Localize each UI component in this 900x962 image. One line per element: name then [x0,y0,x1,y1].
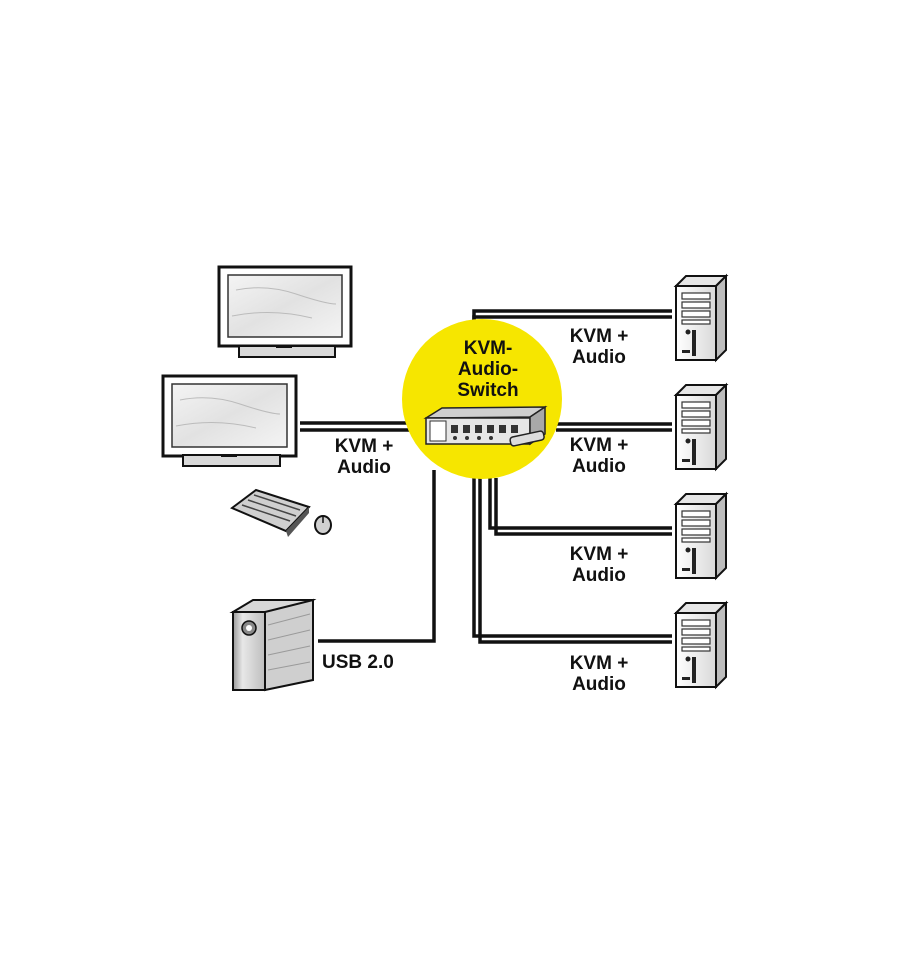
hub-title-line: Audio- [457,359,519,380]
label-line: KVM + [569,435,629,456]
label-line: KVM + [569,653,629,674]
label-line: Audio [572,565,626,586]
console-cable-label: KVM + Audio [322,436,406,478]
monitor-icon [217,265,353,358]
label-line: KVM + [569,326,629,347]
pc-tower-icon [673,382,729,472]
label-line: Audio [572,347,626,368]
hub-title: KVM- Audio- Switch [420,338,556,401]
monitor-icon [161,374,298,467]
label-line: KVM + [569,544,629,565]
pc1-cable-label: KVM + Audio [557,326,641,368]
mouse-icon [314,515,332,535]
usb-hard-drive-icon [229,598,317,692]
label-line: Audio [572,456,626,477]
label-line: Audio [337,457,391,478]
cable-pc4 [472,478,672,638]
pc-tower-icon [673,491,729,581]
cable-usb [318,470,436,643]
pc3-cable-label: KVM + Audio [557,544,641,586]
keyboard-icon [230,488,311,537]
pc-tower-icon [673,600,729,690]
label-line: KVM + [334,436,394,457]
cable-pc3 [488,478,672,530]
label-line: USB 2.0 [322,652,394,673]
usb-cable-label: USB 2.0 [322,652,412,673]
pc2-cable-label: KVM + Audio [557,435,641,477]
usb-cable-icon [509,430,545,447]
label-line: Audio [572,674,626,695]
hub-title-line: KVM- [463,338,513,359]
hub-title-line: Switch [457,380,519,401]
pc-tower-icon [673,273,729,363]
pc4-cable-label: KVM + Audio [557,653,641,695]
